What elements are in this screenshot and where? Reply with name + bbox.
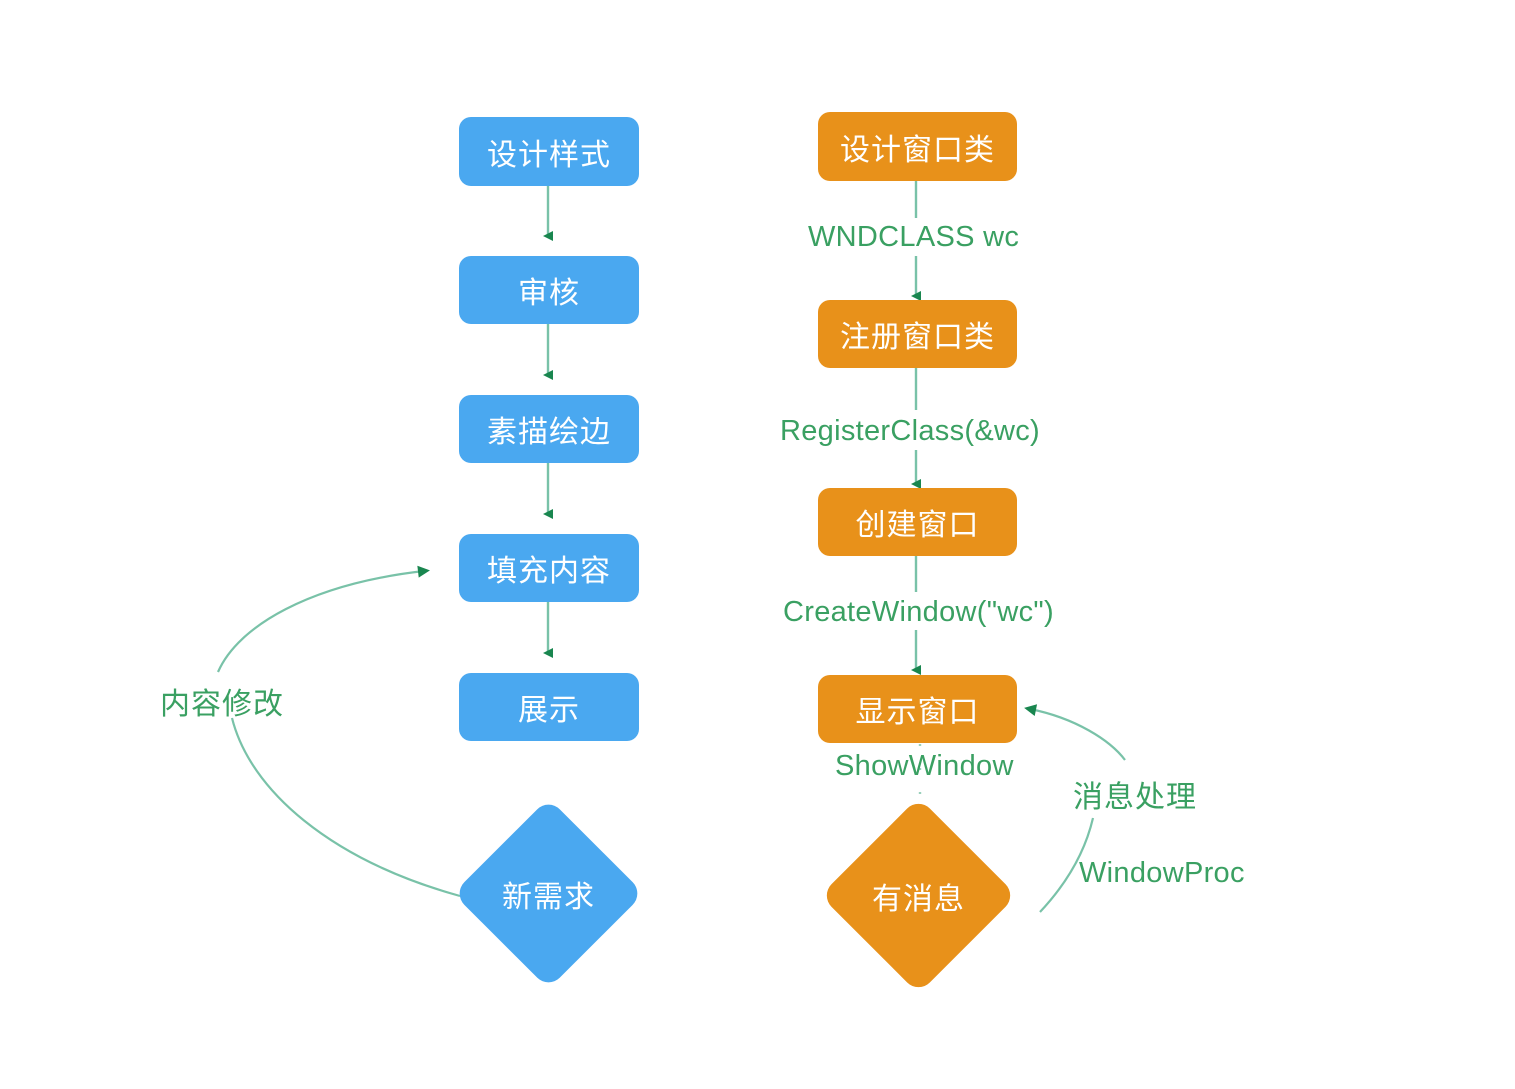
edge-label-wndclass-wc: WNDCLASS wc xyxy=(808,221,1020,253)
node-create-window[interactable]: 创建窗口 xyxy=(818,488,1017,556)
arrow-new-requirement-to-fill-content xyxy=(230,717,461,898)
node-label: 新需求 xyxy=(502,880,595,914)
edge-label-content-revision: 内容修改 xyxy=(160,688,284,721)
node-show-window[interactable]: 显示窗口 xyxy=(818,675,1017,743)
arrow-has-message-to-show-window-lower xyxy=(1039,817,1095,913)
edge-label-show-window-fn: ShowWindow xyxy=(835,750,1014,782)
edge-label-message-handling: 消息处理 xyxy=(1073,781,1197,814)
edge-label-window-proc: WindowProc xyxy=(1079,857,1245,889)
arrow-content-revision-curve xyxy=(216,565,430,673)
node-label: 显示窗口 xyxy=(855,696,980,729)
node-label: 审核 xyxy=(518,277,580,310)
node-label: 有消息 xyxy=(872,882,965,916)
node-label: 创建窗口 xyxy=(855,509,980,542)
node-label: 设计窗口类 xyxy=(840,133,995,167)
node-has-message[interactable]: 有消息 xyxy=(820,797,1017,994)
node-new-requirement[interactable]: 新需求 xyxy=(453,798,644,989)
node-design-window-class[interactable]: 设计窗口类 xyxy=(818,112,1017,181)
node-register-window-class[interactable]: 注册窗口类 xyxy=(818,300,1017,368)
edge-label-create-window-fn: CreateWindow("wc") xyxy=(783,596,1054,628)
node-label: 注册窗口类 xyxy=(840,321,995,354)
node-display[interactable]: 展示 xyxy=(459,673,639,741)
node-label: 展示 xyxy=(518,694,580,727)
edge-label-register-class: RegisterClass(&wc) xyxy=(780,415,1040,447)
node-design-style[interactable]: 设计样式 xyxy=(459,117,639,186)
node-label: 设计样式 xyxy=(487,138,611,172)
node-label: 填充内容 xyxy=(487,555,611,588)
node-review[interactable]: 审核 xyxy=(459,256,639,324)
node-fill-content[interactable]: 填充内容 xyxy=(459,534,639,602)
node-sketch-outline[interactable]: 素描绘边 xyxy=(459,395,639,463)
node-label: 素描绘边 xyxy=(487,416,611,449)
arrow-message-handling-curve xyxy=(1024,704,1126,761)
